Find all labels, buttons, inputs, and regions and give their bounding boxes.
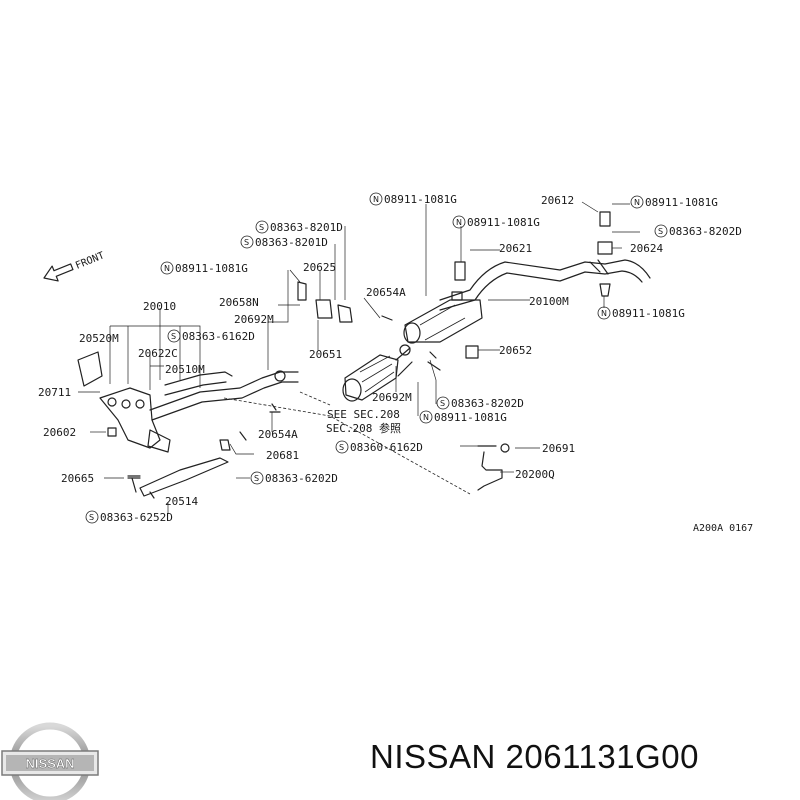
label-08363-6162D: 08363-6162D — [182, 330, 255, 343]
svg-text:N: N — [164, 264, 170, 273]
svg-text:S: S — [244, 238, 249, 247]
front-label: FRONT — [74, 250, 106, 271]
svg-text:S: S — [339, 443, 344, 452]
front-arrow: FRONT — [43, 250, 106, 282]
exhaust-manifold — [77, 351, 171, 453]
label-see-sec-208: SEE SEC.208 — [327, 408, 400, 421]
nut-symbol-icon — [452, 215, 466, 229]
screw-symbol-icon — [240, 235, 254, 249]
label-20681: 20681 — [266, 449, 299, 462]
svg-text:S: S — [658, 227, 663, 236]
label-08363-8201D-a: 08363-8201D — [270, 221, 343, 234]
label-08363-8201D-b: 08363-8201D — [255, 236, 328, 249]
label-20514: 20514 — [165, 495, 198, 508]
label-20612: 20612 — [541, 194, 574, 207]
screw-symbol-icon — [436, 396, 450, 410]
label-08911-1081G-top: 08911-1081G — [384, 193, 457, 206]
exhaust-system-diagram: FRONT — [38, 192, 753, 534]
label-20651: 20651 — [309, 348, 342, 361]
tail-pipe-20100M — [439, 259, 651, 311]
nut-symbol-icon — [160, 261, 174, 275]
label-20658N: 20658N — [219, 296, 259, 309]
label-20652: 20652 — [499, 344, 532, 357]
label-20711: 20711 — [38, 386, 71, 399]
muffler — [403, 291, 483, 344]
svg-text:N: N — [634, 198, 640, 207]
screw-symbol-icon — [85, 510, 99, 524]
front-pipe-20010 — [149, 370, 299, 421]
footer: NISSAN NISSAN 2061131G00 — [0, 700, 800, 800]
nut-symbol-icon — [597, 306, 611, 320]
heat-shield-20514 — [127, 457, 229, 497]
logo-text: NISSAN — [25, 756, 74, 771]
tube-20200Q — [477, 443, 510, 491]
label-08911-1081G-center: 08911-1081G — [467, 216, 540, 229]
svg-text:S: S — [89, 513, 94, 522]
leader-lines — [78, 201, 640, 514]
label-20602: 20602 — [43, 426, 76, 439]
svg-text:N: N — [423, 413, 429, 422]
label-20692M-bottom: 20692M — [372, 391, 412, 404]
svg-text:S: S — [254, 474, 259, 483]
label-sec-208-ref: SEC.208 参照 — [326, 421, 401, 435]
svg-text:N: N — [601, 309, 607, 318]
label-08911-1081G-right: 08911-1081G — [612, 307, 685, 320]
screw-symbol-icon — [654, 224, 668, 238]
svg-text:S: S — [171, 332, 176, 341]
screw-symbol-icon — [255, 220, 269, 234]
label-08911-1081G-bottom: 08911-1081G — [434, 411, 507, 424]
label-20200Q: 20200Q — [515, 468, 555, 481]
label-20654A-bottom: 20654A — [258, 428, 298, 441]
label-08911-1081G-left: 08911-1081G — [175, 262, 248, 275]
label-20621: 20621 — [499, 242, 532, 255]
nissan-logo-icon: NISSAN — [1, 722, 99, 800]
svg-text:N: N — [456, 218, 462, 227]
label-08363-8202D-top-right: 08363-8202D — [669, 225, 742, 238]
svg-text:S: S — [440, 399, 445, 408]
screw-symbol-icon — [167, 329, 181, 343]
label-08363-6202D: 08363-6202D — [265, 472, 338, 485]
nut-symbol-icon — [419, 410, 433, 424]
diagram-reference-code: A200A 0167 — [693, 523, 753, 534]
label-20654A-top: 20654A — [366, 286, 406, 299]
nut-symbol-icon — [630, 195, 644, 209]
label-20622C: 20622C — [138, 347, 178, 360]
label-20691: 20691 — [542, 442, 575, 455]
nut-symbol-icon — [369, 192, 383, 206]
part-labels: N 08911-1081G N 08911-1081G 20621 20612 … — [38, 192, 753, 534]
svg-text:N: N — [373, 195, 379, 204]
label-20692M-top: 20692M — [234, 313, 274, 326]
screw-symbol-icon — [250, 471, 264, 485]
label-08911-1081G-top-right: 08911-1081G — [645, 196, 718, 209]
label-20100M: 20100M — [529, 295, 569, 308]
hangers-and-bolts — [107, 211, 613, 499]
label-20510M: 20510M — [165, 363, 205, 376]
label-08363-6252D: 08363-6252D — [100, 511, 173, 524]
svg-text:S: S — [259, 223, 264, 232]
label-20665: 20665 — [61, 472, 94, 485]
label-20624: 20624 — [630, 242, 663, 255]
screw-symbol-icon — [335, 440, 349, 454]
label-20010: 20010 — [143, 300, 176, 313]
label-20520M: 20520M — [79, 332, 119, 345]
label-20625: 20625 — [303, 261, 336, 274]
label-08363-8202D-middle: 08363-8202D — [451, 397, 524, 410]
part-number-title: NISSAN 2061131G00 — [370, 738, 699, 775]
label-08360-6162D: 08360-6162D — [350, 441, 423, 454]
